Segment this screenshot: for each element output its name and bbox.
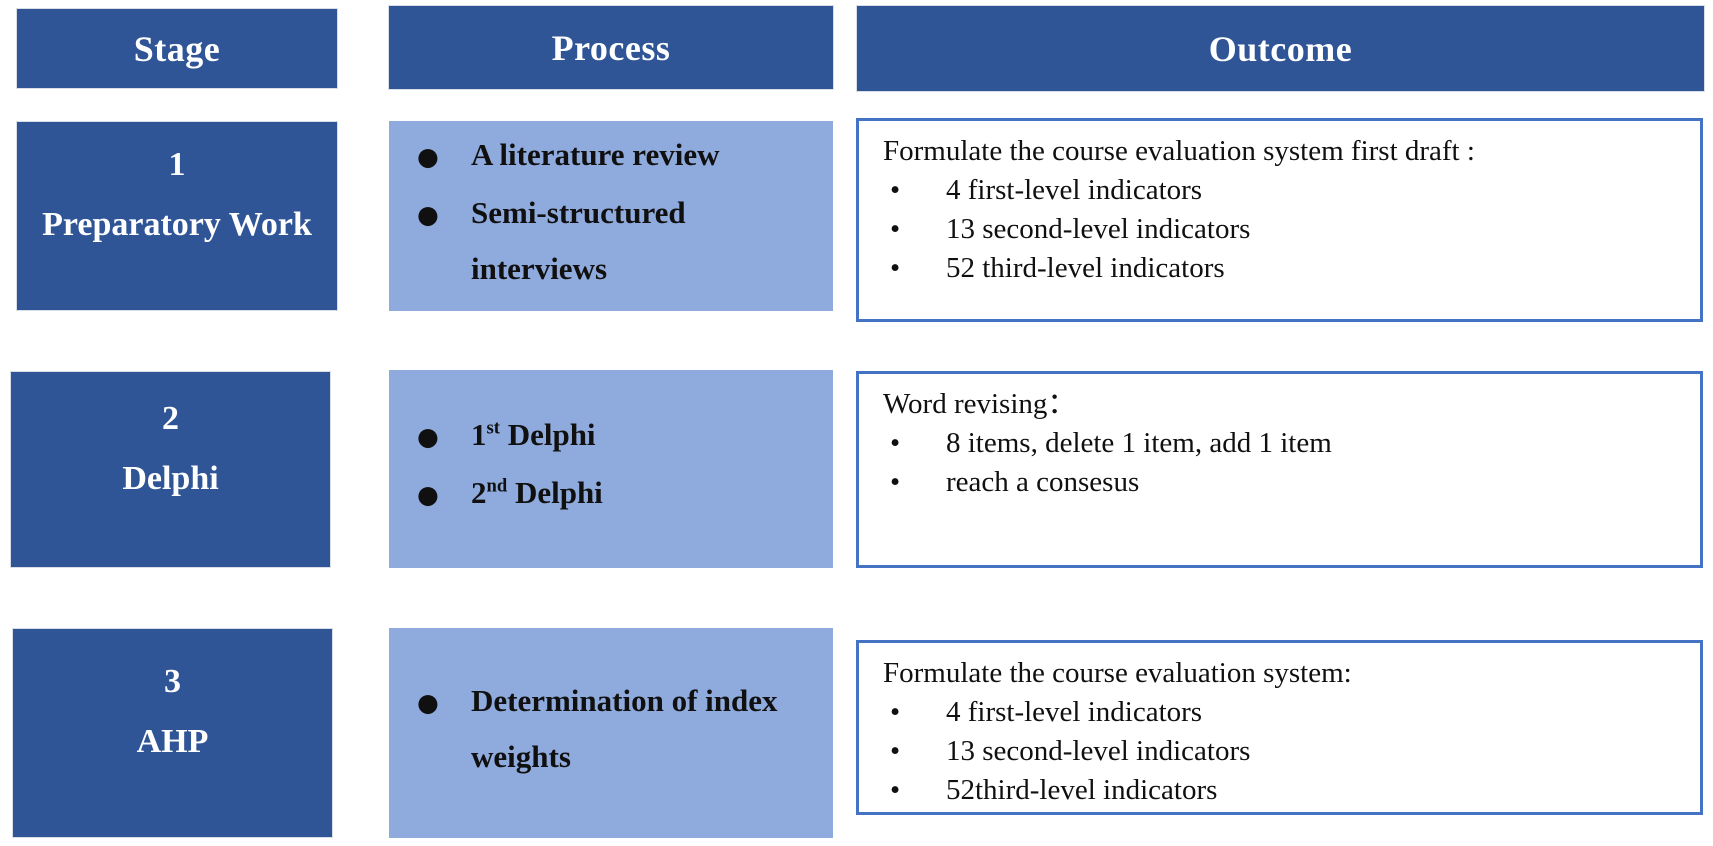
outcome-box-1: Formulate the course evaluation system f… bbox=[856, 118, 1703, 322]
outcome-list: • 4 first-level indicators • 13 second-leve… bbox=[883, 693, 1684, 810]
outcome-column-header: Outcome bbox=[856, 5, 1705, 92]
bullet-icon: ● bbox=[417, 480, 439, 509]
process-bullet-item: ● A literature review bbox=[417, 127, 815, 185]
bullet-icon: ● bbox=[417, 142, 439, 171]
outcome-bullet-item: • 4 first-level indicators bbox=[883, 693, 1684, 732]
stage-box-2: 2 Delphi bbox=[10, 371, 331, 568]
bullet-text: 13 second-level indicators bbox=[946, 213, 1251, 245]
bullet-text: A literature review bbox=[471, 137, 720, 172]
process-bullet-item: ● 1st Delphi bbox=[417, 407, 815, 465]
outcome-title: Formulate the course evaluation system f… bbox=[883, 135, 1475, 167]
bullet-text: 2nd Delphi bbox=[471, 475, 603, 510]
stage-box-3: 3 AHP bbox=[12, 628, 333, 838]
outcome-list: • 4 first-level indicators • 13 second-leve… bbox=[883, 171, 1684, 288]
outcome-bullet-item: • reach a consesus bbox=[883, 463, 1684, 502]
outcome-bullet-item: • 52 third-level indicators bbox=[883, 249, 1684, 288]
bullet-icon: • bbox=[890, 696, 901, 728]
stage-number: 3 bbox=[164, 663, 181, 700]
outcome-list: • 8 items, delete 1 item, add 1 item • reac… bbox=[883, 424, 1684, 502]
stage-label: Preparatory Work bbox=[42, 206, 312, 243]
bullet-text: 1st Delphi bbox=[471, 417, 596, 452]
bullet-icon: ● bbox=[417, 688, 439, 717]
bullet-text: 13 second-level indicators bbox=[946, 735, 1251, 767]
bullet-icon: • bbox=[890, 774, 901, 806]
stage-label: Delphi bbox=[122, 459, 219, 497]
outcome-title: Word revising： bbox=[883, 388, 1077, 420]
bullet-icon: • bbox=[890, 427, 901, 459]
bullet-icon: • bbox=[890, 252, 901, 284]
outcome-bullet-item: • 8 items, delete 1 item, add 1 item bbox=[883, 424, 1684, 463]
bullet-text: 52 third-level indicators bbox=[946, 252, 1225, 284]
bullet-icon: • bbox=[890, 174, 901, 206]
bullet-icon: ● bbox=[417, 422, 439, 451]
bullet-icon: • bbox=[890, 735, 901, 767]
bullet-text: 4 first-level indicators bbox=[946, 174, 1203, 206]
stage-number: 1 bbox=[168, 146, 186, 183]
bullet-icon: • bbox=[890, 213, 901, 245]
bullet-icon: • bbox=[890, 466, 901, 498]
stage-column-header: Stage bbox=[16, 8, 338, 89]
outcome-bullet-item: • 52third-level indicators bbox=[883, 771, 1684, 810]
outcome-bullet-item: • 13 second-level indicators bbox=[883, 732, 1684, 771]
bullet-text: Determination of index weights bbox=[471, 683, 778, 774]
process-bullet-item: ● 2nd Delphi bbox=[417, 465, 815, 523]
process-box-1: ● A literature review ● Semi-structured int… bbox=[389, 121, 833, 311]
outcome-box-3: Formulate the course evaluation system: … bbox=[856, 640, 1703, 815]
process-bullet-item: ● Determination of index weights bbox=[417, 673, 815, 785]
bullet-text: 8 items, delete 1 item, add 1 item bbox=[946, 427, 1332, 459]
stage-box-1: 1 Preparatory Work bbox=[16, 121, 338, 311]
stage-number: 2 bbox=[162, 399, 179, 437]
bullet-text: 52third-level indicators bbox=[946, 774, 1218, 806]
stage-label: AHP bbox=[136, 723, 209, 760]
process-column-header: Process bbox=[388, 5, 834, 90]
outcome-box-2: Word revising： • 8 items, delete 1 item, … bbox=[856, 371, 1703, 568]
process-bullet-item: ● Semi-structured interviews bbox=[417, 185, 815, 297]
process-box-2: ● 1st Delphi ● 2nd Delphi bbox=[389, 370, 833, 568]
bullet-text: Semi-structured interviews bbox=[471, 195, 686, 286]
process-box-3: ● Determination of index weights bbox=[389, 628, 833, 838]
outcome-bullet-item: • 13 second-level indicators bbox=[883, 210, 1684, 249]
bullet-text: reach a consesus bbox=[946, 466, 1140, 498]
outcome-title: Formulate the course evaluation system: bbox=[883, 657, 1352, 689]
bullet-icon: ● bbox=[417, 200, 439, 229]
outcome-bullet-item: • 4 first-level indicators bbox=[883, 171, 1684, 210]
bullet-text: 4 first-level indicators bbox=[946, 696, 1203, 728]
